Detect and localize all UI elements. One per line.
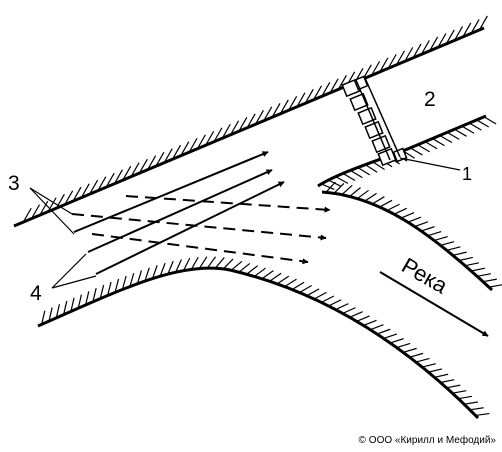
surface-arrow-3 bbox=[95, 181, 285, 275]
bottom-arrow-3 bbox=[91, 233, 309, 265]
label-bottom-flow: 4 bbox=[30, 282, 42, 305]
river-right-bank bbox=[321, 181, 502, 292]
label-surface-flow: 3 bbox=[8, 172, 20, 195]
leader-lines bbox=[29, 157, 461, 289]
bottom-arrow-2 bbox=[71, 213, 327, 241]
river-direction-arrow bbox=[379, 271, 489, 337]
label-gate: 1 bbox=[462, 164, 472, 184]
bottom-arrow-1 bbox=[125, 195, 331, 213]
bottom-flow-arrows bbox=[71, 195, 331, 265]
river-lower-bank bbox=[37, 256, 490, 420]
label-canal: 2 bbox=[424, 88, 436, 111]
copyright-notice: © ООО «Кирилл и Мефодий» bbox=[358, 435, 496, 446]
upper-bank bbox=[13, 15, 488, 228]
intake-gate bbox=[341, 75, 408, 167]
label-river: Река bbox=[398, 253, 453, 299]
surface-arrow-1 bbox=[73, 151, 269, 233]
